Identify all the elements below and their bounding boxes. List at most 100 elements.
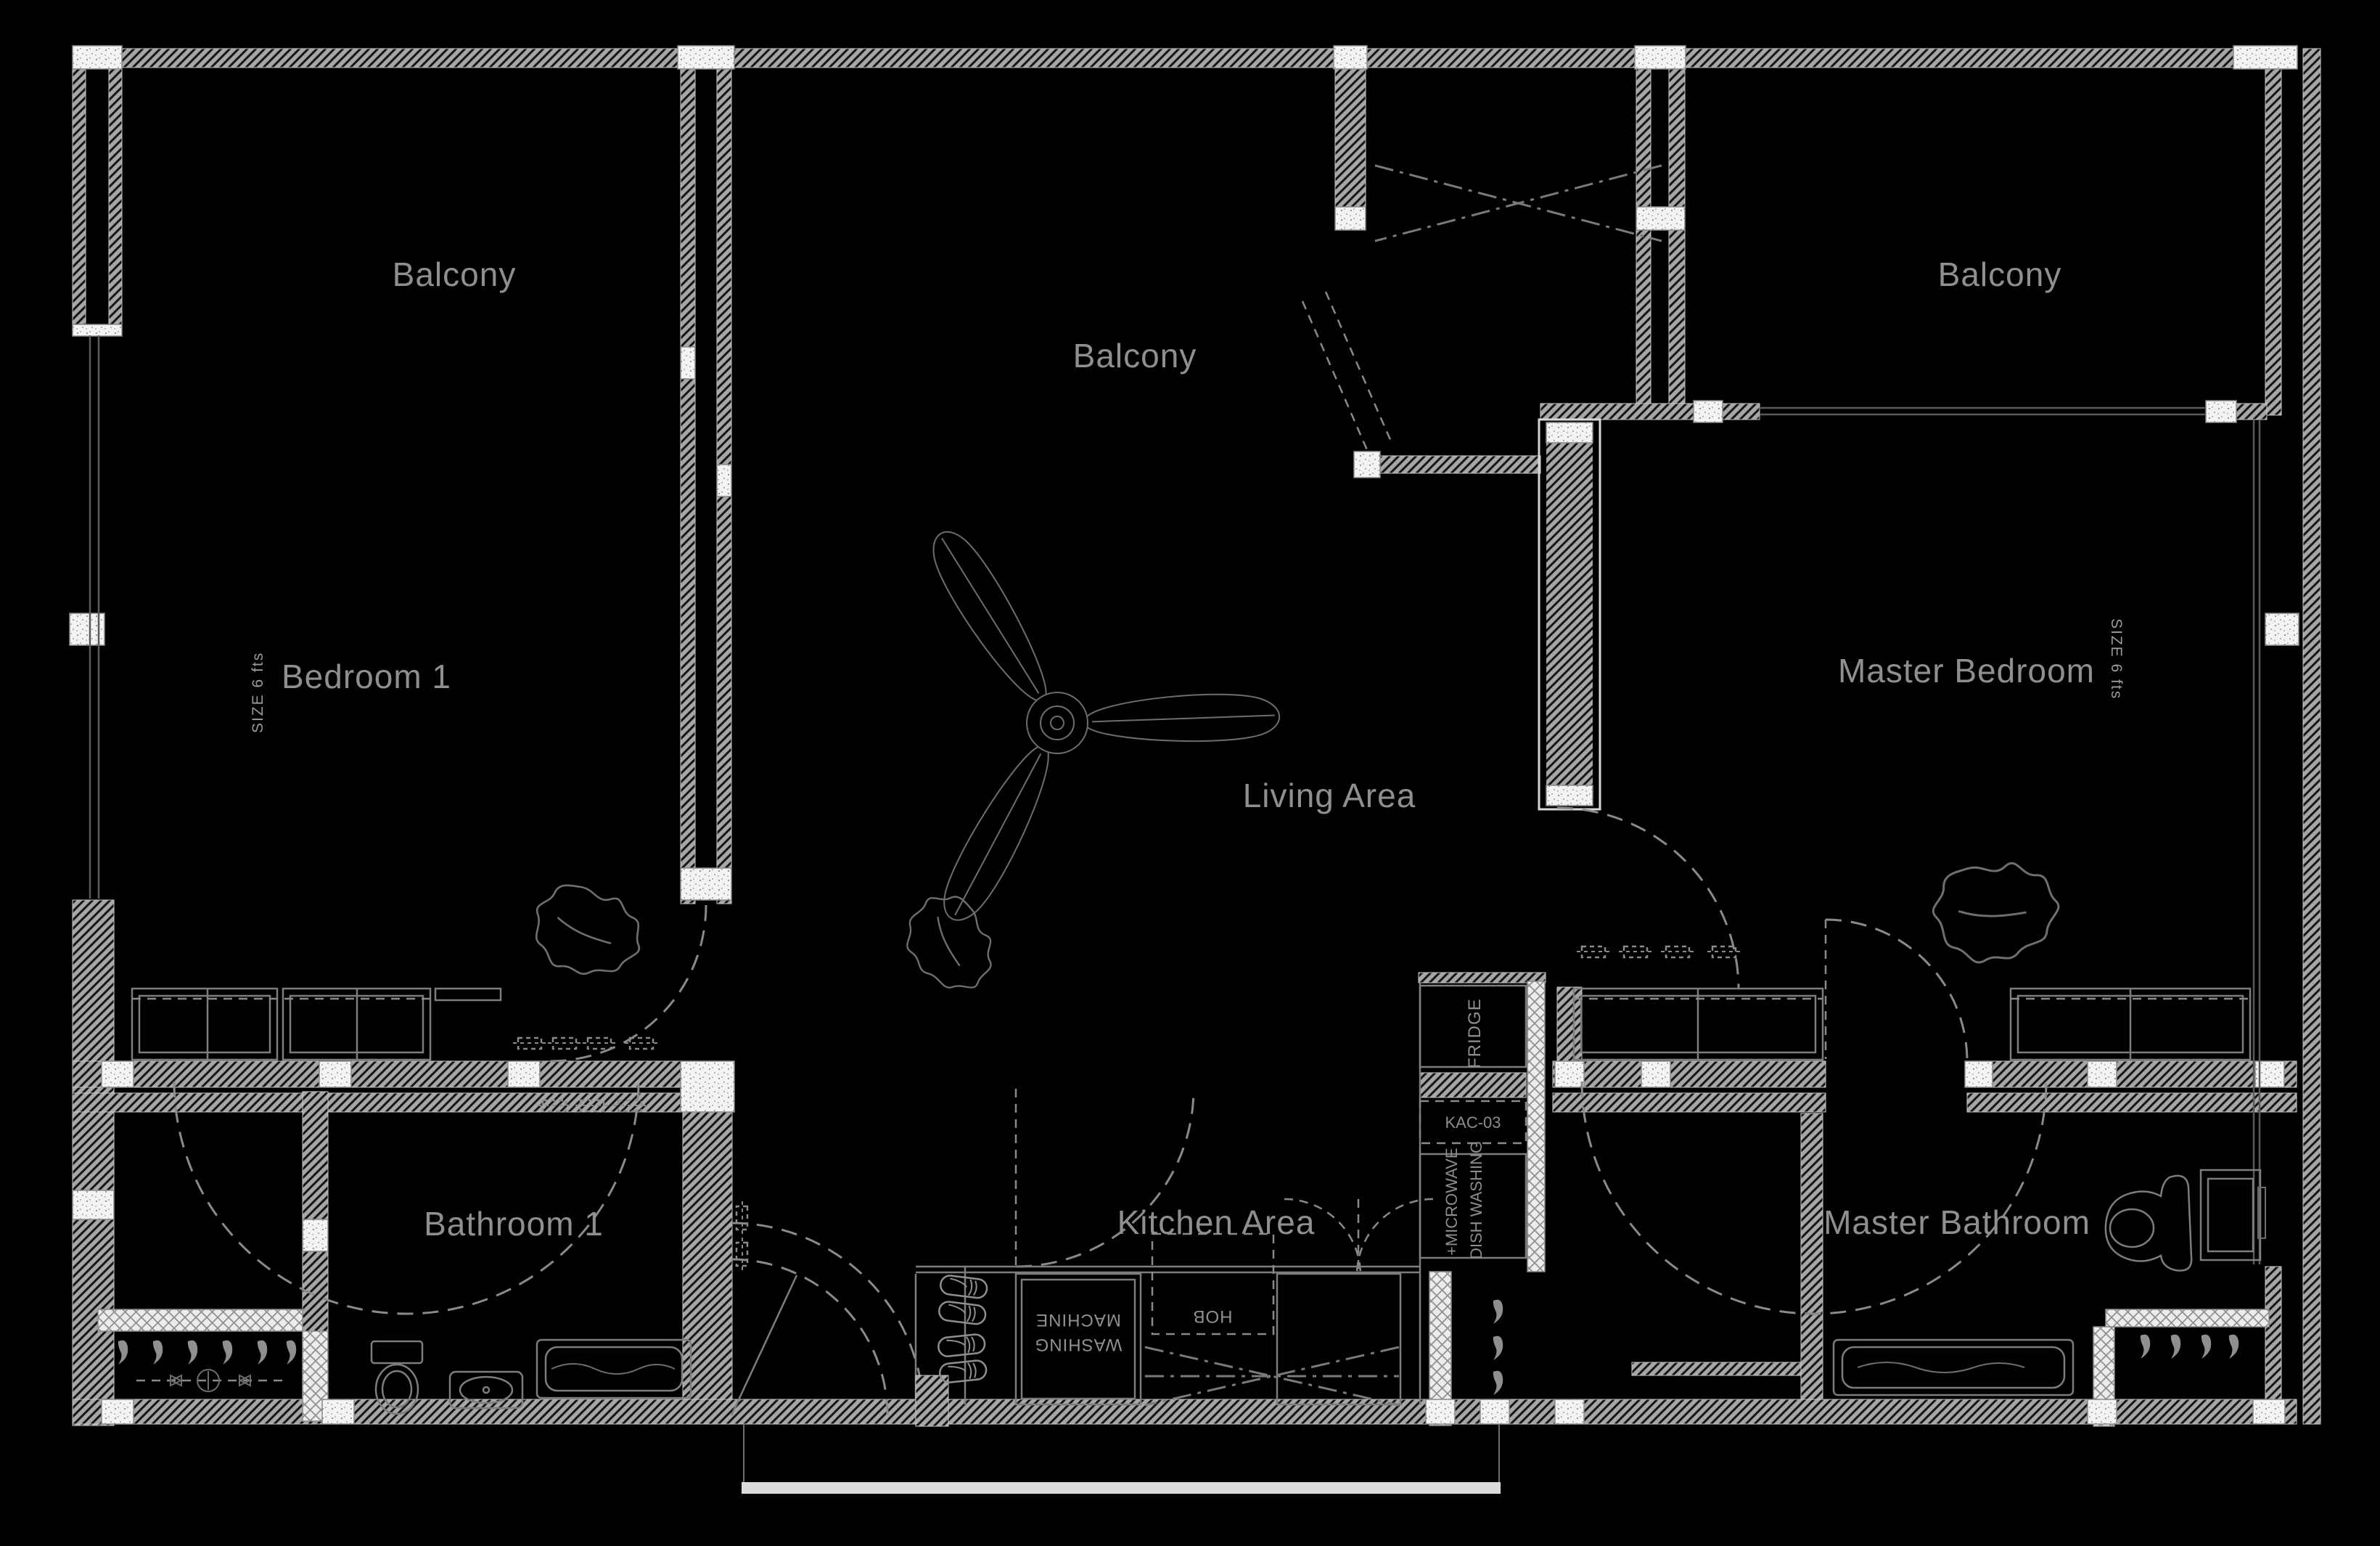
wall-balcony2-right-a: [1636, 48, 1651, 416]
partition-shower2-top: [2105, 1309, 2270, 1328]
wall-kitchen-shelf: [1419, 1072, 1527, 1098]
door-balcony2: [1301, 291, 1392, 452]
door-arc-bedroom1: [549, 904, 707, 1063]
toilet-icon-master: [2104, 1174, 2193, 1272]
wall-bath1-band-a: [72, 1060, 735, 1088]
bathtub-icon-bath1: [536, 1338, 692, 1399]
door-arc-master-bedroom: [1825, 918, 1969, 1062]
svg-text:MACHINE: MACHINE: [1035, 1310, 1121, 1330]
room-label-bathroom1: Bathroom 1: [424, 1205, 604, 1243]
column-master-band2: [1641, 1060, 1671, 1088]
plant-icon-3: [1920, 837, 2072, 981]
door-arc-kitchen-right: [1355, 1198, 1434, 1276]
wall-balcony2-right-b: [1668, 48, 1686, 416]
appliance-column: [1419, 983, 1527, 1404]
size-note-bedroom1: SIZE 6 fts: [250, 652, 266, 733]
shower2-hooks: [2140, 1334, 2239, 1359]
door-arc-entry-outer: [731, 1222, 925, 1416]
plant-icon-1: [535, 884, 641, 976]
column-top-mid1: [677, 45, 735, 70]
appliance-label-microwave: +MICROWAVE: [1443, 1148, 1461, 1256]
column-bottom-8: [2252, 1399, 2286, 1425]
column-master-band3: [1964, 1060, 1993, 1088]
column-shaft-left: [1353, 451, 1381, 478]
partition-kitchen-upper: [1527, 981, 1546, 1272]
column-bottom-2: [321, 1399, 355, 1425]
toilet-icon-bath1: [370, 1340, 424, 1415]
wall-right-outer: [2302, 48, 2321, 1425]
window-master-balcony: [1760, 406, 2206, 416]
appliance-label-washing-machine: WASHING MACHINE: [1035, 1310, 1123, 1354]
wall-top: [72, 48, 2297, 68]
door-arc-kitchen-left: [1284, 1198, 1362, 1276]
appliance-label-kac: KAC-03: [1445, 1113, 1501, 1132]
door-arc-bathroom1: [173, 1081, 640, 1315]
door-arc-entry-inner: [731, 1258, 889, 1416]
partition-shower1-top: [97, 1309, 303, 1332]
column-right-mid: [2265, 613, 2299, 646]
kitchen-fixtures: [914, 983, 1527, 1427]
window-bedroom1-left: [89, 335, 100, 899]
column-bottom-1: [101, 1399, 134, 1425]
wall-balcony2-left-stub: [1334, 48, 1366, 231]
bathtub-icon-master: [1832, 1338, 2075, 1396]
wardrobe-bedroom1: [131, 987, 502, 1061]
column-bottom-5: [1480, 1399, 1510, 1425]
room-label-living: Living Area: [1243, 777, 1416, 814]
column-divider-3: [680, 867, 732, 901]
column-top-right: [2233, 45, 2298, 70]
room-label-master-bathroom: Master Bathroom: [1823, 1203, 2090, 1241]
plant-icon-2: [889, 881, 1014, 1005]
column-shaft-top: [1546, 422, 1593, 443]
wall-left-outer: [72, 48, 86, 334]
windows: [89, 335, 2261, 1264]
counter-right-box: [1276, 1272, 1402, 1406]
column-top-mid2: [1333, 45, 1368, 70]
column-master-band4: [2087, 1060, 2117, 1088]
column-top-mid3: [1634, 45, 1686, 70]
duct-shaft: [1546, 427, 1593, 802]
door-arc-master-bathroom: [1580, 1081, 2048, 1315]
shower1-hooks: [118, 1340, 297, 1365]
wall-left-inner: [108, 48, 123, 334]
column-bath1-2: [319, 1060, 352, 1088]
column-balcony2-left: [1334, 206, 1366, 231]
room-label-master-bedroom: Master Bedroom: [1838, 652, 2095, 690]
wall-kitchen-column-top: [1418, 972, 1546, 983]
room-label-bedroom1: Bedroom 1: [282, 658, 451, 695]
wall-masterbath-stub: [1631, 1362, 1802, 1376]
bottom-extension: [742, 1424, 1501, 1494]
svg-text:WASHING: WASHING: [1035, 1335, 1123, 1354]
column-bottom-6: [1554, 1399, 1585, 1425]
size-note-master-bedroom: SIZE 6 fts: [2108, 618, 2125, 700]
column-shaft-bottom: [1546, 785, 1593, 806]
walls: [72, 48, 2321, 1426]
niche-hooks: [1493, 1299, 1503, 1395]
column-bath1-1: [101, 1060, 134, 1088]
wall-left-lower: [72, 899, 115, 1426]
threshold-bar: [742, 1482, 1501, 1494]
ceiling-fan-icon: [932, 531, 1280, 921]
wall-master-corridor: [1556, 986, 1583, 1063]
labels: Balcony Balcony Balcony Bedroom 1 SIZE 6…: [250, 255, 2125, 1354]
column-top-left: [72, 45, 123, 70]
wall-master-band-a1: [1552, 1060, 1826, 1088]
door-arc-master-entry: [1556, 806, 1740, 990]
appliance-label-fridge: FRIDGE: [1465, 998, 1485, 1068]
door-arc-corridor: [1015, 1088, 1195, 1268]
shower1-valve-line: [136, 1369, 287, 1392]
cross-brace-balcony2: [1374, 164, 1662, 242]
basin-icon-bath1: [448, 1370, 524, 1410]
wall-bedroom1-divider-a: [680, 48, 696, 904]
doors: [173, 164, 2048, 1416]
column-left-low: [72, 1190, 115, 1220]
column-master-top2: [2205, 400, 2237, 423]
wall-master-top: [1540, 403, 1760, 420]
door-leaf-entry: [730, 1275, 798, 1416]
wall-bath1-band-b: [72, 1092, 735, 1113]
column-divider-2: [716, 464, 732, 497]
washing-machine-box: [1014, 1272, 1142, 1406]
column-bottom-7: [2087, 1399, 2117, 1425]
